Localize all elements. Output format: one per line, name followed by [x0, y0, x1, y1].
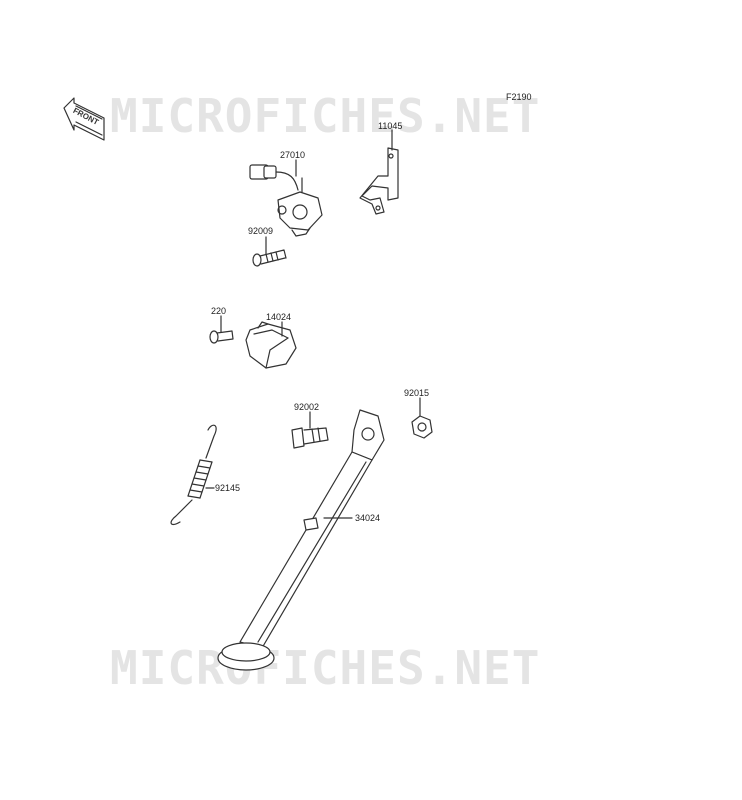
part-label-92145: 92145	[215, 483, 241, 493]
front-indicator: FRONT	[62, 98, 108, 144]
neutral-switch-part	[249, 164, 323, 237]
watermark-top: MICROFICHES.NET	[110, 89, 541, 143]
part-label-92009: 92009	[248, 226, 274, 236]
front-label: FRONT	[71, 106, 101, 127]
part-label-92015: 92015	[404, 388, 430, 398]
side-stand-part	[217, 409, 385, 671]
part-label-92002: 92002	[294, 402, 320, 412]
bracket-part	[359, 147, 399, 215]
small-bolt-part	[209, 330, 234, 344]
watermark-bottom: MICROFICHES.NET	[110, 641, 541, 695]
part-label-34024: 34024	[355, 513, 381, 523]
figure-code: F2190	[506, 92, 532, 102]
cover-part	[245, 321, 297, 369]
part-label-220: 220	[211, 306, 227, 316]
part-label-11045: 11045	[378, 121, 403, 131]
spring-part	[170, 424, 217, 526]
pivot-bolt-part	[291, 427, 329, 449]
nut-part	[411, 415, 433, 439]
part-label-27010: 27010	[280, 150, 306, 160]
front-arrow-icon	[63, 97, 105, 141]
part-label-14024: 14024	[266, 312, 292, 322]
screw-part	[252, 249, 287, 267]
